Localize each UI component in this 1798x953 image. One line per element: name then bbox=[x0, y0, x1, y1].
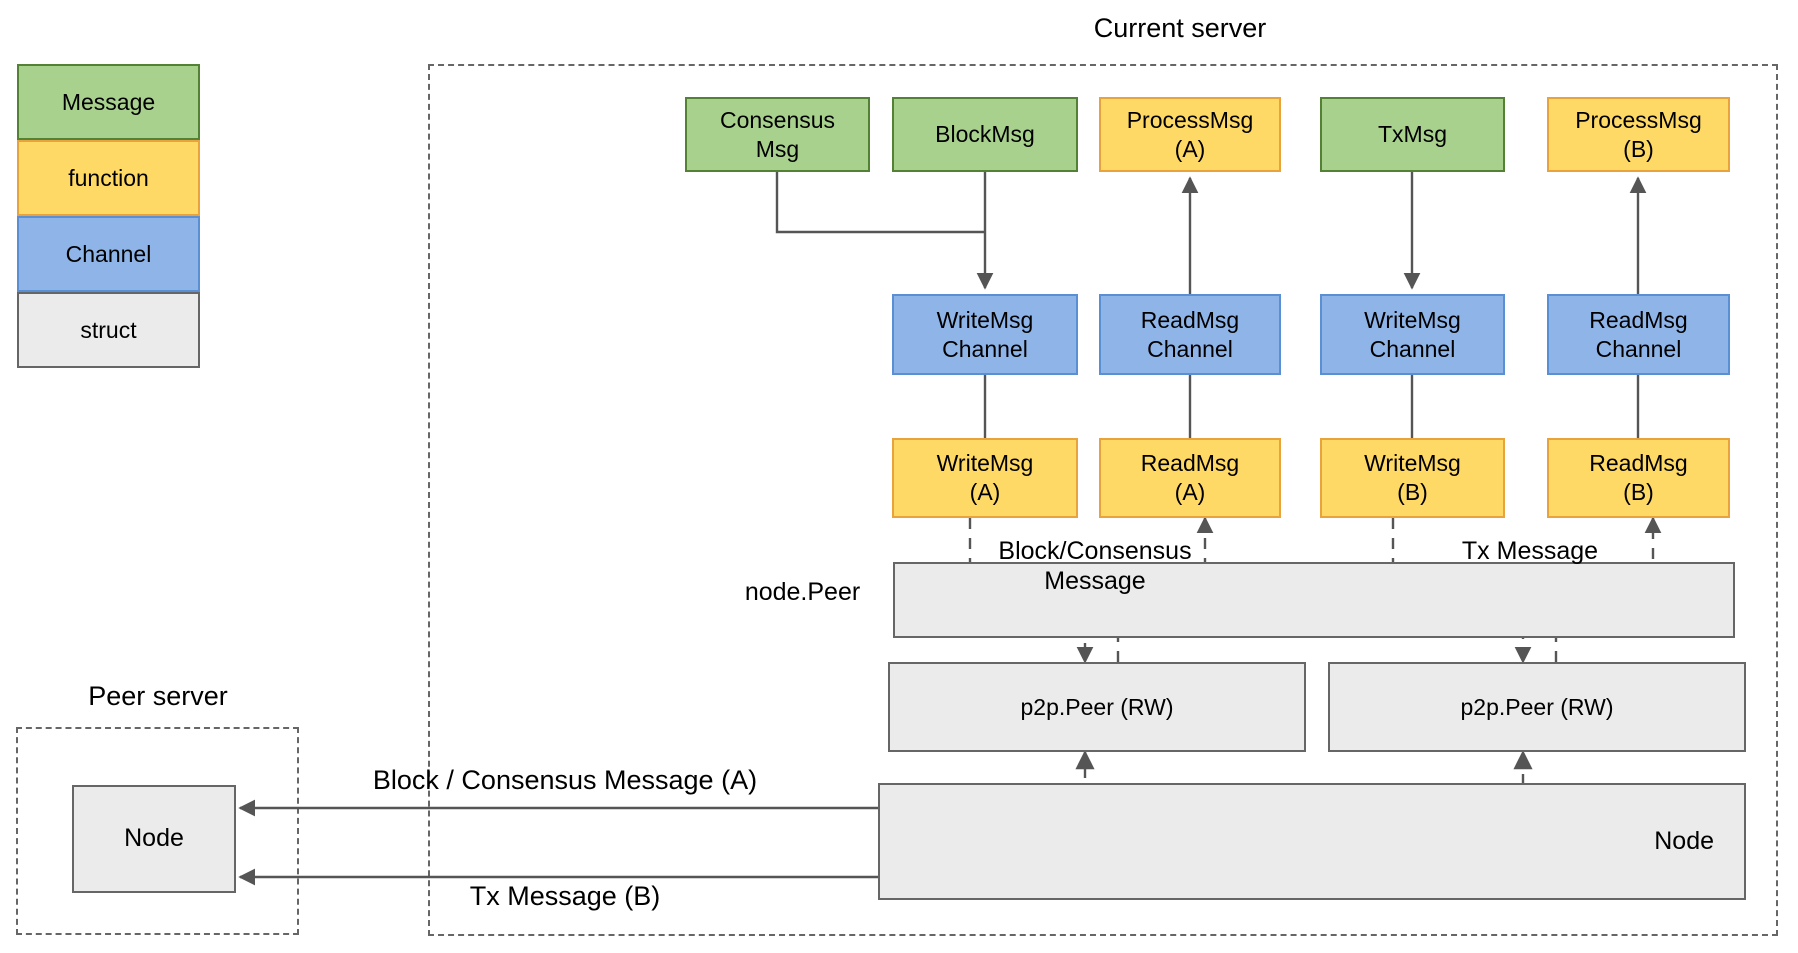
node-read-msg-a: ReadMsg (A) bbox=[1099, 438, 1281, 518]
node-block-msg: BlockMsg bbox=[892, 97, 1078, 172]
node-read-msg-b: ReadMsg (B) bbox=[1547, 438, 1730, 518]
node-current-server-node: Node bbox=[878, 783, 1746, 900]
node-write-msg-b: WriteMsg (B) bbox=[1320, 438, 1505, 518]
node-write-msg-a: WriteMsg (A) bbox=[892, 438, 1078, 518]
node-read-msg-channel-b: ReadMsg Channel bbox=[1547, 294, 1730, 375]
node-peer-box bbox=[893, 562, 1735, 638]
node-tx-msg: TxMsg bbox=[1320, 97, 1505, 172]
legend-label-channel: Channel bbox=[65, 240, 152, 267]
node-write-msg-channel-b: WriteMsg Channel bbox=[1320, 294, 1505, 375]
node-current-server-node-label: Node bbox=[1654, 826, 1714, 855]
label-tx-message: Tx Message bbox=[1461, 537, 1599, 565]
legend-item-struct: struct bbox=[17, 292, 200, 368]
node-p2p-peer-a: p2p.Peer (RW) bbox=[888, 662, 1306, 752]
current-server-region bbox=[428, 64, 1778, 936]
current-server-title: Current server bbox=[1093, 13, 1267, 43]
legend-item-channel: Channel bbox=[17, 216, 200, 292]
peer-server-title: Peer server bbox=[88, 681, 228, 711]
node-process-msg-a: ProcessMsg (A) bbox=[1099, 97, 1281, 172]
node-consensus-msg: Consensus Msg bbox=[685, 97, 870, 172]
node-p2p-peer-b: p2p.Peer (RW) bbox=[1328, 662, 1746, 752]
node-read-msg-channel-a: ReadMsg Channel bbox=[1099, 294, 1281, 375]
node-process-msg-b: ProcessMsg (B) bbox=[1547, 97, 1730, 172]
peer-server-region bbox=[16, 727, 299, 935]
node-peer-label: node.Peer bbox=[744, 578, 861, 606]
label-block-consensus-message: Block/Consensus Message bbox=[998, 537, 1192, 595]
legend-label-message: Message bbox=[61, 88, 156, 115]
legend-label-struct: struct bbox=[80, 316, 137, 343]
legend-label-function: function bbox=[68, 164, 149, 191]
label-tx-message-b: Tx Message (B) bbox=[469, 881, 661, 911]
label-block-consensus-message-a: Block / Consensus Message (A) bbox=[372, 765, 758, 795]
node-write-msg-channel-a: WriteMsg Channel bbox=[892, 294, 1078, 375]
node-peer-server-node: Node bbox=[72, 785, 236, 893]
legend-item-function: function bbox=[17, 140, 200, 216]
legend-item-message: Message bbox=[17, 64, 200, 140]
